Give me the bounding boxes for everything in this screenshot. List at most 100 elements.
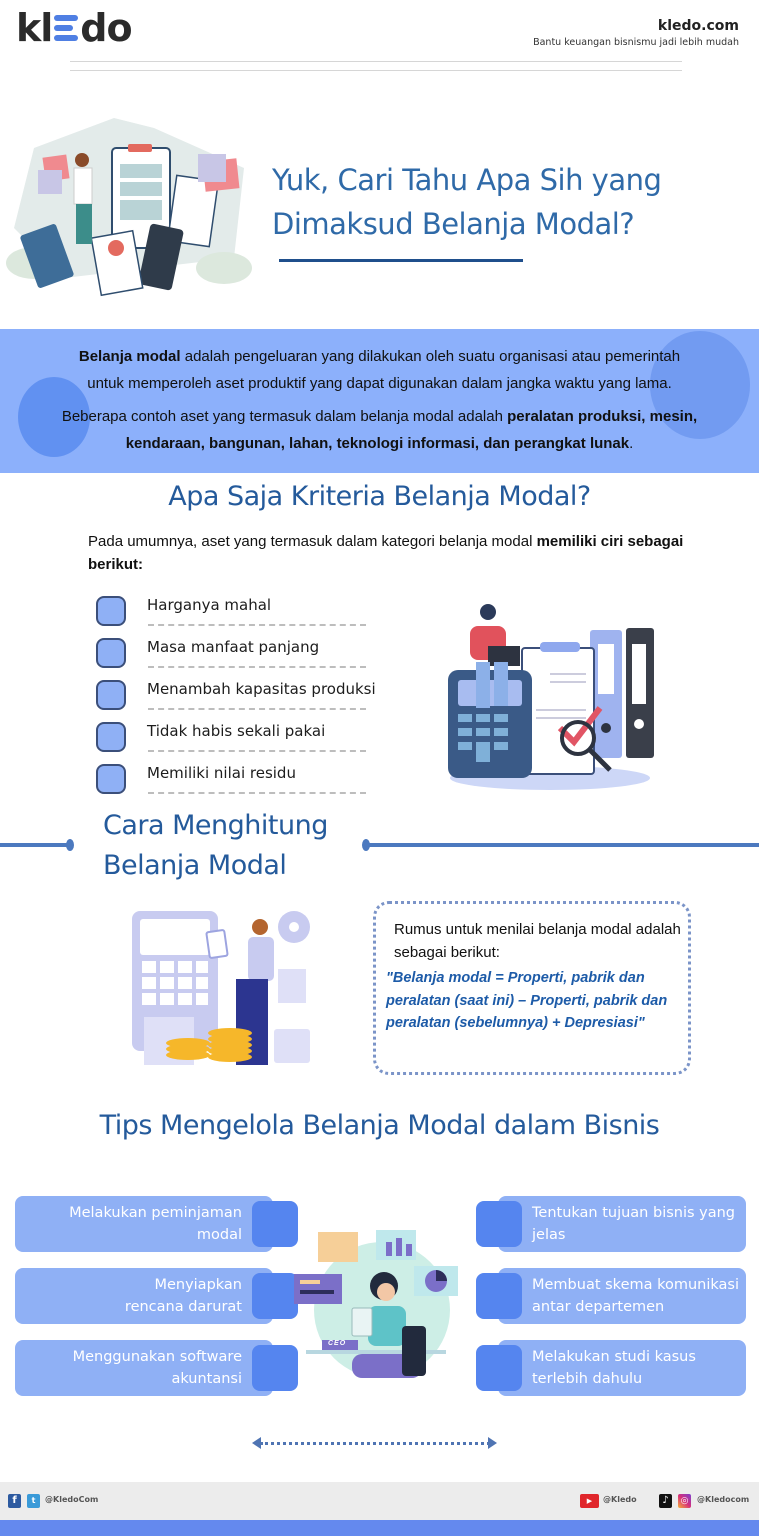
- criteria-item: Menambah kapasitas produksi: [96, 678, 376, 720]
- tip-label: Menggunakan software akuntansi: [72, 1349, 242, 1387]
- examples-lead: Beberapa contoh aset yang termasuk dalam…: [61, 408, 508, 425]
- tip-square-icon: [476, 1201, 522, 1247]
- dashed-divider: [148, 624, 366, 626]
- checkbox-icon: [96, 596, 126, 626]
- tip-label: Menyiapkan rencana darurat: [124, 1277, 242, 1315]
- criteria-intro-text: Pada umumnya, aset yang termasuk dalam k…: [88, 533, 537, 550]
- checkbox-icon: [96, 764, 126, 794]
- site-domain[interactable]: kledo.com: [657, 18, 739, 34]
- hero-title-line-1: Yuk, Cari Tahu Apa Sih yang: [272, 163, 662, 197]
- dashed-divider: [148, 708, 366, 710]
- facebook-icon[interactable]: f: [8, 1494, 21, 1508]
- tip-card-left: Menyiapkan rencana darurat: [15, 1268, 300, 1324]
- criteria-label: Tidak habis sekali pakai: [147, 722, 326, 740]
- definition-text-2: untuk memperoleh aset produktif yang dap…: [87, 375, 672, 392]
- tip-card-bg: [15, 1196, 273, 1252]
- footer-handle-left[interactable]: @KledoCom: [45, 1495, 99, 1504]
- tip-label: Membuat skema komunikasi antar departeme…: [532, 1277, 740, 1315]
- footer-handle-youtube[interactable]: @Kledo: [603, 1495, 637, 1504]
- logo-e-icon: [54, 15, 79, 41]
- footer: f t @KledoCom ▶ @Kledo ♪ ◎ @Kledocom: [0, 1482, 759, 1520]
- examples-bold-1: peralatan produksi, mesin,: [507, 408, 698, 425]
- site-info: kledo.com Bantu keuangan bisnismu jadi l…: [533, 18, 739, 48]
- kledo-logo[interactable]: kl do: [16, 6, 133, 50]
- footer-bar: [0, 1520, 759, 1536]
- tip-card-right: Tentukan tujuan bisnis yang jelas: [476, 1196, 746, 1252]
- criteria-illustration: [440, 600, 665, 795]
- tiktok-icon[interactable]: ♪: [659, 1494, 672, 1508]
- twitter-icon[interactable]: t: [27, 1494, 40, 1508]
- checkbox-icon: [96, 722, 126, 752]
- formula-text: "Belanja modal = Properti, pabrik dan pe…: [386, 970, 668, 1031]
- ceo-illustration: CEO: [292, 1226, 462, 1386]
- dashed-divider: [148, 750, 366, 752]
- tip-card-bg: [498, 1196, 746, 1252]
- examples-bold-2: kendaraan, bangunan, lahan, teknologi in…: [125, 435, 630, 452]
- arrow-right-icon: [488, 1437, 497, 1449]
- criteria-intro: Pada umumnya, aset yang termasuk dalam k…: [88, 530, 688, 576]
- definition-paragraph-1: Belanja modal adalah pengeluaran yang di…: [20, 343, 739, 397]
- tip-card-left: Menggunakan software akuntansi: [15, 1340, 300, 1396]
- definition-text-1: adalah pengeluaran yang dilakukan oleh s…: [180, 348, 681, 365]
- tip-card-left: Melakukan peminjaman modal: [15, 1196, 300, 1252]
- tip-label: Tentukan tujuan bisnis yang jelas: [532, 1205, 736, 1243]
- hero-title: Yuk, Cari Tahu Apa Sih yang Dimaksud Bel…: [272, 158, 662, 246]
- tip-square-icon: [252, 1273, 298, 1319]
- tip-card-right: Membuat skema komunikasi antar departeme…: [476, 1268, 746, 1324]
- tip-label: Melakukan studi kasus terlebih dahulu: [532, 1349, 696, 1387]
- definition-term: Belanja modal: [78, 348, 181, 365]
- criteria-item: Memiliki nilai residu: [96, 762, 376, 804]
- tip-card-right: Melakukan studi kasus terlebih dahulu: [476, 1340, 746, 1396]
- decorative-blob-right: [650, 331, 750, 439]
- hero-illustration: [4, 108, 260, 298]
- criteria-label: Harganya mahal: [147, 596, 272, 614]
- criteria-list: Harganya mahal Masa manfaat panjang Mena…: [96, 594, 376, 804]
- criteria-item: Tidak habis sekali pakai: [96, 720, 376, 762]
- dotted-divider: [260, 1442, 490, 1445]
- header-divider-1: [70, 61, 682, 62]
- tips-title: Tips Mengelola Belanja Modal dalam Bisni…: [99, 1110, 660, 1141]
- criteria-title: Apa Saja Kriteria Belanja Modal?: [168, 481, 591, 512]
- tip-card-bg: [15, 1340, 273, 1396]
- line-cap: [66, 839, 74, 851]
- criteria-intro-bold: memiliki ciri sebagai berikut:: [88, 533, 684, 573]
- formula-lead: Rumus untuk menilai belanja modal adalah…: [394, 921, 681, 961]
- decorative-blob-left: [18, 377, 90, 457]
- footer-handle-right[interactable]: @Kledocom: [697, 1495, 750, 1504]
- tip-square-icon: [476, 1345, 522, 1391]
- tip-card-bg: [498, 1340, 746, 1396]
- tip-square-icon: [252, 1345, 298, 1391]
- section-line-right: [366, 843, 759, 847]
- instagram-icon[interactable]: ◎: [678, 1494, 691, 1508]
- tip-square-icon: [252, 1201, 298, 1247]
- checkbox-icon: [96, 638, 126, 668]
- dashed-divider: [148, 666, 366, 668]
- tip-square-icon: [476, 1273, 522, 1319]
- site-tagline: Bantu keuangan bisnismu jadi lebih mudah: [533, 37, 739, 48]
- youtube-icon[interactable]: ▶: [580, 1494, 599, 1508]
- definition-band: Belanja modal adalah pengeluaran yang di…: [0, 329, 759, 473]
- arrow-left-icon: [252, 1437, 261, 1449]
- logo-text-prefix: kl: [16, 6, 53, 50]
- checkbox-icon: [96, 680, 126, 710]
- definition-paragraph-2: Beberapa contoh aset yang termasuk dalam…: [20, 403, 739, 457]
- criteria-item: Masa manfaat panjang: [96, 636, 376, 678]
- criteria-label: Masa manfaat panjang: [147, 638, 320, 656]
- tip-card-bg: [498, 1268, 746, 1324]
- formula-box: Rumus untuk menilai belanja modal adalah…: [373, 901, 691, 1075]
- calculation-illustration: [124, 905, 314, 1070]
- tip-label: Melakukan peminjaman modal: [69, 1205, 242, 1243]
- section-line-left: [0, 843, 70, 847]
- examples-end: .: [629, 435, 634, 452]
- criteria-item: Harganya mahal: [96, 594, 376, 636]
- hero-underline: [279, 259, 523, 262]
- criteria-label: Menambah kapasitas produksi: [147, 680, 376, 698]
- hero-title-line-2: Dimaksud Belanja Modal?: [272, 207, 635, 241]
- calculation-title: Cara Menghitung Belanja Modal: [103, 806, 328, 886]
- logo-text-suffix: do: [80, 6, 132, 50]
- header-divider-2: [70, 70, 682, 71]
- dashed-divider: [148, 792, 366, 794]
- calculation-title-line-1: Cara Menghitung: [103, 810, 328, 841]
- criteria-label: Memiliki nilai residu: [147, 764, 296, 782]
- ceo-badge: CEO: [328, 1340, 347, 1347]
